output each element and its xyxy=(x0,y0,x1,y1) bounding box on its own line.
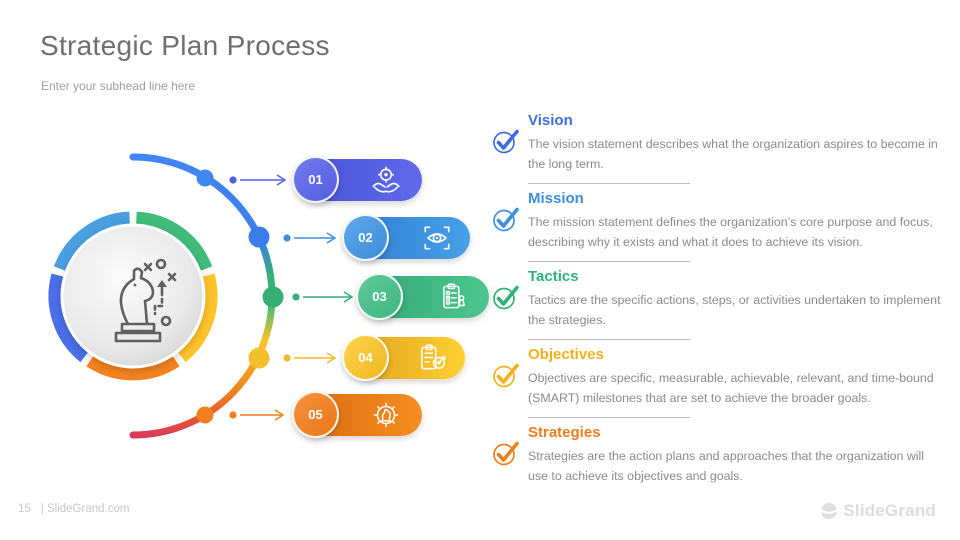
step-number: 03 xyxy=(372,289,387,304)
section-vision: Vision The vision statement describes wh… xyxy=(492,112,947,185)
section-divider xyxy=(528,183,690,185)
step-badge-05: 05 xyxy=(292,391,339,438)
process-arc xyxy=(129,153,276,439)
check-icon xyxy=(493,441,519,466)
section-title: Mission xyxy=(528,190,584,207)
check-icon xyxy=(493,285,519,310)
brand-logo: SlideGrand xyxy=(820,501,936,521)
step-number: 04 xyxy=(358,350,373,365)
focus-eye-icon xyxy=(424,226,450,250)
target-clipboard-icon xyxy=(421,344,446,370)
check-icon xyxy=(493,207,519,232)
section-description: Strategies are the action plans and appr… xyxy=(528,449,925,484)
section-divider xyxy=(528,261,690,263)
section-strategies: Strategies Strategies are the action pla… xyxy=(492,424,947,486)
step-number: 05 xyxy=(308,407,323,422)
chess-knight-strategy-icon xyxy=(114,258,177,343)
step-arrows xyxy=(229,174,354,421)
section-description: The vision statement describes what the … xyxy=(528,137,938,172)
footer-site: | SlideGrand.com xyxy=(40,503,130,515)
section-description: Tactics are the specific actions, steps,… xyxy=(528,293,941,328)
section-divider xyxy=(528,339,690,341)
hands-target-icon xyxy=(372,166,400,193)
section-objectives: Objectives Objectives are specific, meas… xyxy=(492,346,947,419)
section-description: Objectives are specific, measurable, ach… xyxy=(528,371,934,406)
step-number: 02 xyxy=(358,230,373,245)
section-mission: Mission The mission statement defines th… xyxy=(492,190,947,263)
slide-subhead: Enter your subhead line here xyxy=(41,79,196,93)
step-badge-03: 03 xyxy=(356,273,403,320)
section-description: The mission statement defines the organi… xyxy=(528,215,933,250)
slide-title: Strategic Plan Process xyxy=(40,30,330,61)
arc-nodes xyxy=(196,169,284,424)
footer: 15 | SlideGrand.com xyxy=(18,503,129,515)
section-title: Objectives xyxy=(528,346,604,363)
section-title: Tactics xyxy=(528,268,579,285)
segmented-ring xyxy=(48,211,218,381)
section-divider xyxy=(528,417,690,419)
page-number: 15 xyxy=(18,503,31,515)
checklist-clipboard-icon xyxy=(443,283,465,309)
step-badge-01: 01 xyxy=(292,156,339,203)
step-badge-04: 04 xyxy=(342,334,389,381)
center-disc xyxy=(60,223,206,369)
slidegrand-logo-icon xyxy=(820,503,838,519)
knight-gear-icon xyxy=(373,402,399,428)
section-tactics: Tactics Tactics are the specific actions… xyxy=(492,268,947,341)
step-badge-02: 02 xyxy=(342,214,389,261)
check-icon xyxy=(493,363,519,388)
section-title: Strategies xyxy=(528,424,601,441)
check-icon xyxy=(493,129,519,154)
section-title: Vision xyxy=(528,112,573,129)
step-number: 01 xyxy=(308,172,323,187)
brand-name: SlideGrand xyxy=(843,501,936,520)
